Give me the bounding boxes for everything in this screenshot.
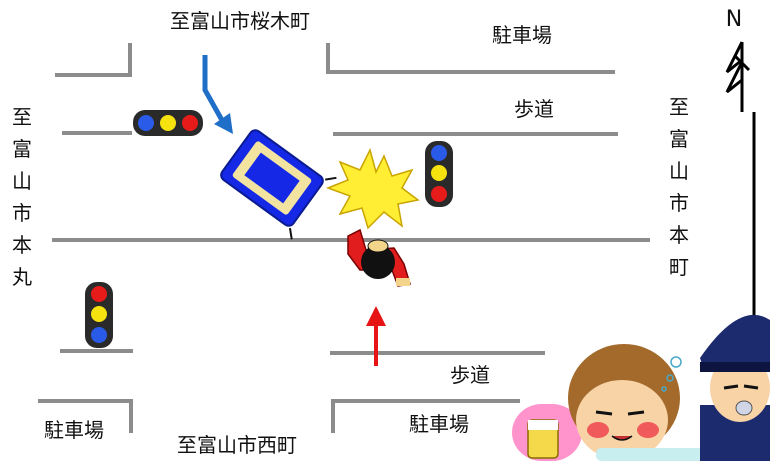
pedestrian-icon [347, 228, 411, 287]
sidewalk-s-label: 歩道 [450, 363, 490, 387]
parking-sw-label: 駐車場 [44, 418, 104, 442]
dest-north-label: 至富山市桜木町 [170, 9, 310, 33]
dest-west-label-text: 至富山市本丸 [12, 105, 32, 289]
compass: N [725, 7, 756, 315]
road-lines [38, 43, 650, 433]
traffic-light-vertical-ne [425, 141, 453, 207]
car-icon [220, 129, 337, 240]
drunk-driver-icon [512, 344, 706, 461]
parking-ne-label: 駐車場 [492, 23, 552, 47]
sidewalk-n-label: 歩道 [514, 97, 554, 121]
dest-east-label: 至富山市本町 [669, 95, 689, 279]
traffic-light-vertical-sw [85, 282, 113, 348]
car-direction-arrow [202, 55, 233, 134]
collision-burst-icon [325, 147, 420, 230]
dest-east-label-text: 至富山市本町 [669, 95, 689, 279]
dest-south-label: 至富山市西町 [177, 433, 297, 457]
parking-s-label: 駐車場 [409, 412, 469, 436]
dest-west-label: 至富山市本丸 [12, 105, 32, 289]
traffic-light-horizontal [133, 110, 203, 136]
police-officer-icon [661, 314, 770, 461]
pedestrian-direction-arrow [366, 306, 386, 366]
north-arrow-icon [725, 41, 751, 112]
compass-label: N [726, 7, 742, 32]
